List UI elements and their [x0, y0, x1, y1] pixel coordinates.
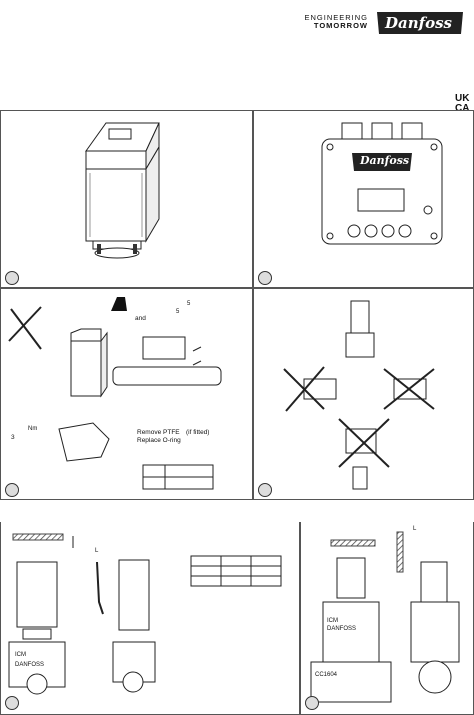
logo-text: Danfoss	[385, 14, 452, 32]
tagline: ENGINEERING TOMORROW	[296, 14, 368, 30]
nm-label: Nm	[28, 426, 38, 432]
panel-6: L ICM DANFOSS CC1604	[300, 522, 474, 715]
superscript-b: 5	[176, 309, 180, 315]
danfoss-logo: Danfoss	[375, 8, 465, 38]
valve-brand-label: DANFOSS	[15, 662, 45, 668]
replace-oring-text: Replace O-ring	[137, 437, 181, 444]
digit-three: 3	[11, 434, 15, 441]
valve-code-label: ICM	[15, 652, 26, 658]
panel-4	[253, 288, 474, 500]
tagline-line2: TOMORROW	[313, 21, 368, 30]
panel-2: Danfoss	[253, 110, 474, 288]
controller-drawing	[321, 122, 443, 245]
panel-3: and 5 5 Remove PTFE (if fitted) Replace …	[0, 288, 253, 500]
panel-number-badge	[305, 696, 319, 710]
valve-code-label: ICM	[327, 618, 338, 624]
dimension-l-label: L	[413, 526, 417, 532]
valve-dimension-drawing	[8, 533, 282, 695]
maintenance-drawing	[8, 297, 222, 490]
panel-number-badge	[258, 483, 272, 497]
panel-number-badge	[5, 271, 19, 285]
panel-5: L ICM DANFOSS	[0, 522, 300, 715]
controller-brand: Danfoss	[360, 154, 410, 167]
remove-ptfe-text: Remove PTFE	[137, 429, 180, 436]
orientation-drawing	[283, 300, 435, 490]
ukca-line1: UK	[455, 93, 470, 104]
panel-number-badge	[5, 483, 19, 497]
panel-1	[0, 110, 253, 288]
valve-bottom-code: CC1604	[315, 672, 338, 678]
dimension-l-label: L	[95, 548, 99, 554]
if-fitted-text: (if fitted)	[186, 429, 210, 436]
large-valve-drawing	[310, 531, 460, 703]
ukca-mark: UK CA	[455, 94, 469, 114]
logo-shape	[377, 12, 463, 34]
tagline-line1: ENGINEERING	[304, 13, 368, 22]
and-text: and	[135, 315, 146, 322]
ukca-line2: CA	[455, 103, 470, 114]
panel-number-badge	[258, 271, 272, 285]
valve-brand-label: DANFOSS	[327, 626, 357, 632]
superscript-a: 5	[187, 301, 191, 307]
actuator-drawing	[85, 122, 160, 259]
panel-number-badge	[5, 696, 19, 710]
